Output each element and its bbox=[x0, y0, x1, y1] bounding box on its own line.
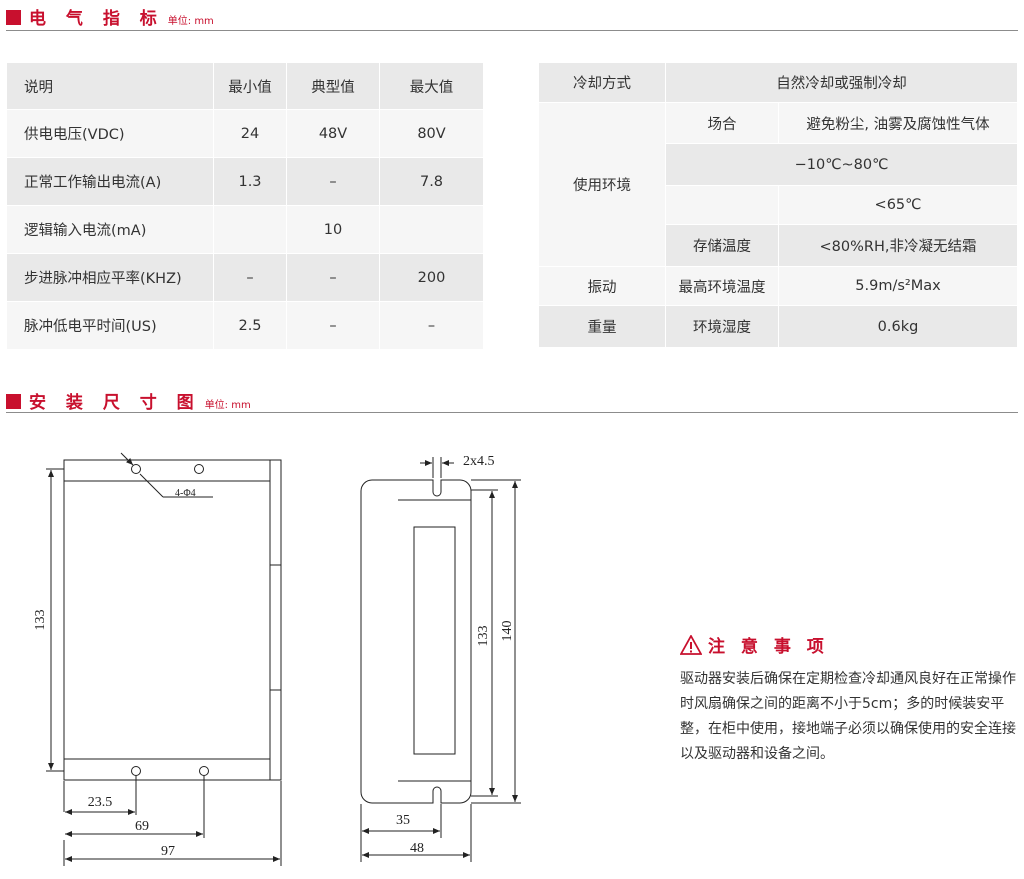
table-row: 脉冲低电平时间(US) 2.5 – – bbox=[6, 301, 484, 350]
spec-typ: – bbox=[286, 253, 380, 302]
spec-min: 2.5 bbox=[213, 301, 287, 350]
table-row: 重量 环境湿度 0.6kg bbox=[538, 305, 1018, 348]
weight-label: 重量 bbox=[538, 305, 666, 348]
dim-23-5: 23.5 bbox=[88, 795, 113, 810]
humidity-value: <80%RH,非冷凝无结霜 bbox=[778, 224, 1018, 267]
section-dimensions-header: 安 装 尺 寸 图 单位: mm bbox=[6, 388, 251, 413]
side-view-outline bbox=[360, 479, 472, 804]
front-view-outline bbox=[63, 459, 271, 781]
spec-max: 7.8 bbox=[379, 157, 484, 206]
spec-name: 步进脉冲相应平率(KHZ) bbox=[6, 253, 214, 302]
spec-min: – bbox=[213, 253, 287, 302]
heatsink-window bbox=[413, 526, 456, 755]
dim-97: 97 bbox=[161, 844, 175, 859]
temp-range: −10℃~80℃ bbox=[665, 143, 1018, 186]
table-row: 步进脉冲相应平率(KHZ) – – 200 bbox=[6, 253, 484, 302]
notice-text: 驱动器安装后确保在定期检查冷却通风良好在正常操作时风扇确保之间的距离不小于5cm… bbox=[680, 671, 1016, 762]
temp-max: <65℃ bbox=[778, 185, 1018, 225]
max-temp-label: 最高环境温度 bbox=[665, 266, 779, 306]
place-value: 避免粉尘, 油雾及腐蚀性气体 bbox=[778, 102, 1018, 144]
divider bbox=[6, 412, 1018, 413]
spec-max: 200 bbox=[379, 253, 484, 302]
spec-min bbox=[213, 205, 287, 254]
blank-cell bbox=[665, 185, 779, 225]
mounting-hole bbox=[199, 766, 209, 776]
humidity-label: 环境湿度 bbox=[665, 305, 779, 348]
section-title: 电 气 指 标 bbox=[29, 9, 164, 29]
storage-label: 存储温度 bbox=[665, 224, 779, 267]
cooling-value: 自然冷却或强制冷却 bbox=[665, 62, 1018, 103]
notice-block: 注 意 事 项 驱动器安装后确保在定期检查冷却通风良好在正常操作时风扇确保之间的… bbox=[680, 632, 1018, 767]
hole-label: 4-Φ4 bbox=[175, 488, 196, 499]
mounting-hole bbox=[131, 464, 141, 474]
spec-max: – bbox=[379, 301, 484, 350]
header-cell: 说明 bbox=[6, 62, 214, 110]
header-cell: 最小值 bbox=[213, 62, 287, 110]
vibration-value: 5.9m/s²Max bbox=[778, 266, 1018, 306]
table-row: 供电电压(VDC) 24 48V 80V bbox=[6, 109, 484, 158]
dim-48: 48 bbox=[410, 841, 424, 856]
place-label: 场合 bbox=[665, 102, 779, 144]
notice-header: 注 意 事 项 bbox=[680, 632, 1018, 657]
use-env-label: 使用环境 bbox=[538, 102, 666, 267]
table-header-row: 说明 最小值 典型值 最大值 bbox=[6, 62, 484, 110]
spec-typ: – bbox=[286, 157, 380, 206]
vibration-label: 振动 bbox=[538, 266, 666, 306]
section-unit: 单位: mm bbox=[204, 400, 251, 411]
notice-title: 注 意 事 项 bbox=[708, 637, 829, 657]
table-row: 振动 最高环境温度 5.9m/s²Max bbox=[538, 266, 1018, 306]
section-marker-icon bbox=[6, 10, 21, 25]
dim-side-133: 133 bbox=[476, 626, 491, 647]
dim-side-140: 140 bbox=[500, 621, 515, 642]
slot-label: 2x4.5 bbox=[463, 454, 495, 469]
mounting-hole bbox=[194, 464, 204, 474]
table-row: 使用环境 场合 避免粉尘, 油雾及腐蚀性气体 bbox=[538, 102, 1018, 267]
spec-max: 80V bbox=[379, 109, 484, 158]
dim-35: 35 bbox=[396, 813, 410, 828]
section-title: 安 装 尺 寸 图 bbox=[29, 393, 201, 413]
spec-name: 正常工作输出电流(A) bbox=[6, 157, 214, 206]
spec-min: 24 bbox=[213, 109, 287, 158]
spec-typ: – bbox=[286, 301, 380, 350]
spec-typ: 48V bbox=[286, 109, 380, 158]
section-unit: 单位: mm bbox=[167, 16, 214, 27]
environment-table: 冷却方式 自然冷却或强制冷却 使用环境 场合 避免粉尘, 油雾及腐蚀性气体 −1… bbox=[538, 62, 1018, 348]
spec-typ: 10 bbox=[286, 205, 380, 254]
header-cell: 最大值 bbox=[379, 62, 484, 110]
table-row: 存储温度 <80%RH,非冷凝无结霜 bbox=[539, 224, 1018, 267]
table-row: 冷却方式 自然冷却或强制冷却 bbox=[538, 62, 1018, 103]
side-flange bbox=[269, 459, 282, 781]
spec-max bbox=[379, 205, 484, 254]
spec-name: 逻辑输入电流(mA) bbox=[6, 205, 214, 254]
table-row: 逻辑输入电流(mA) 10 bbox=[6, 205, 484, 254]
mounting-dimension-drawing: 4-Φ4 133 23.5 69 97 2x4.5 133 140 35 48 bbox=[33, 452, 521, 866]
dim-height-133: 133 bbox=[33, 610, 48, 631]
table-row: <65℃ bbox=[539, 185, 1018, 225]
table-row: 正常工作输出电流(A) 1.3 – 7.8 bbox=[6, 157, 484, 206]
table-row: −10℃~80℃ bbox=[539, 143, 1018, 186]
warning-icon bbox=[680, 634, 702, 655]
mounting-hole bbox=[131, 766, 141, 776]
section-electrical-header: 电 气 指 标 单位: mm bbox=[6, 4, 214, 29]
weight-value: 0.6kg bbox=[778, 305, 1018, 348]
header-cell: 典型值 bbox=[286, 62, 380, 110]
cooling-label: 冷却方式 bbox=[538, 62, 666, 103]
dim-69: 69 bbox=[135, 819, 149, 834]
spec-name: 供电电压(VDC) bbox=[6, 109, 214, 158]
divider bbox=[6, 30, 1018, 31]
spec-name: 脉冲低电平时间(US) bbox=[6, 301, 214, 350]
spec-min: 1.3 bbox=[213, 157, 287, 206]
section-marker-icon bbox=[6, 394, 21, 409]
electrical-spec-table: 说明 最小值 典型值 最大值 供电电压(VDC) 24 48V 80V 正常工作… bbox=[6, 62, 484, 350]
